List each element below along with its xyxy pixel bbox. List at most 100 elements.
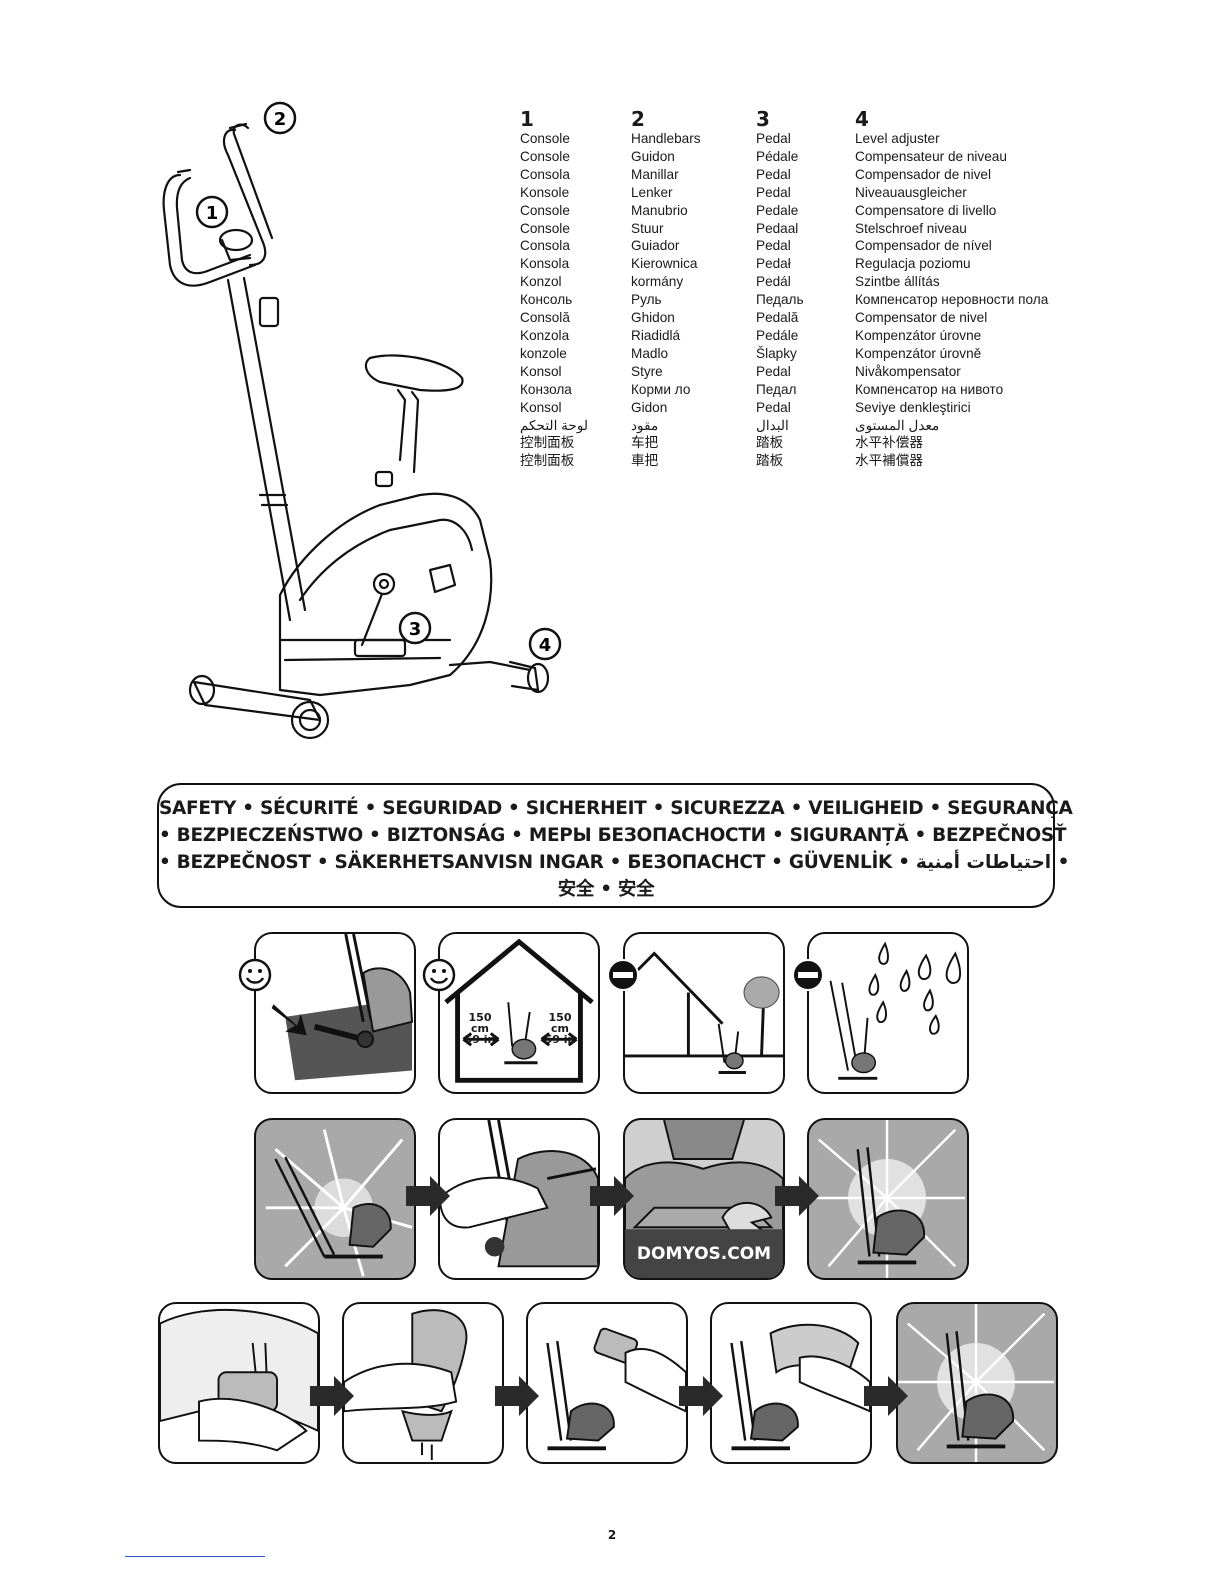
part-name: معدل المستوى [855,417,940,433]
arrow-right-icon [590,1176,634,1216]
part-name: Manubrio [631,202,688,218]
panel-clean-sponge [526,1302,688,1464]
safety-line-3: • BEZPEČNOST • SÄKERHETSANVISN INGAR • Б… [159,852,1070,873]
callout-4: 4 [539,635,552,656]
part-name: Consola [520,166,570,182]
part-name: Pedală [756,310,799,326]
part-name: Compensador de nivel [855,166,992,182]
clearance-in: 59 in [464,1033,496,1046]
safety-line-4: 安全 • 安全 [557,879,655,900]
part-number: 1 [520,107,534,131]
smiley-icon [422,958,456,992]
part-name: Level adjuster [855,131,940,146]
part-number: 3 [756,107,770,131]
part-name: Manillar [631,166,679,182]
part-name: Pedal [756,166,791,182]
part-name: Pedal [756,363,791,379]
part-name: Konsol [520,363,562,379]
arrow-right-icon [495,1376,539,1416]
clearance-right-label: 150 cm 59 in [538,1012,582,1045]
part-name: Konzola [520,327,570,343]
clearance-left-label: 150 cm 59 in [458,1012,502,1045]
part-name: Styre [631,363,663,379]
part-name: konzole [520,345,567,361]
exercise-bike-illustration: 2 1 3 4 [150,100,580,750]
part-name: Конзола [520,381,572,397]
part-name: لوحة التحكم [520,417,588,433]
no-entry-icon [606,958,640,992]
part-name: Consolă [520,310,570,326]
arrow-right-icon [864,1376,908,1416]
part-name: Compensator de nivel [855,310,988,326]
part-name: Seviye denkleştirici [855,399,971,415]
part-name: Stuur [631,220,664,236]
part-name: Ghidon [631,310,675,326]
safety-line-1: SAFETY • SÉCURITÉ • SEGURIDAD • SICHERHE… [159,798,1073,819]
part-name: Pedal [756,131,791,146]
part-name: Konsol [520,399,562,415]
part-name: Nivåkompensator [855,363,961,379]
part-name: Педал [756,381,797,397]
panel-no-outdoor [623,932,785,1094]
part-name: Konsola [520,256,570,272]
callout-1: 1 [206,203,219,224]
part-name: مقود [631,417,659,433]
part-name: Pedał [756,256,791,272]
callout-2: 2 [274,109,287,130]
part-name: 水平補償器 [855,453,923,469]
part-name: Console [520,202,570,218]
part-name: Консоль [520,292,573,308]
safety-line-2: • BEZPIECZEŃSTWO • BIZTONSÁG • МЕРЫ БЕЗО… [159,825,1067,846]
part-name: Pedal [756,399,791,415]
part-number: 4 [855,107,869,131]
safety-title-box: SAFETY • SÉCURITÉ • SEGURIDAD • SICHERHE… [157,783,1073,908]
clearance-cm: 150 cm [548,1011,572,1035]
part-name: Lenker [631,184,673,200]
part-name: Руль [631,292,662,308]
part-name: Pedal [756,238,791,254]
panel-damaged-bike [254,1118,416,1280]
part-number: 2 [631,107,645,131]
part-name: 車把 [631,453,659,469]
clearance-cm: 150 cm [468,1011,492,1035]
panel-repaired-bike [807,1118,969,1280]
part-name: Regulacja poziomu [855,256,971,272]
part-name: Педаль [756,292,804,308]
part-name: Szintbe állítás [855,274,940,290]
arrow-right-icon [775,1176,819,1216]
part-name: 车把 [631,435,659,451]
panel-wring-sponge [342,1302,504,1464]
no-entry-icon [791,958,825,992]
part-name: Pédale [756,148,799,164]
part-name: Handlebars [631,131,701,146]
part-name: 控制面板 [520,435,575,451]
arrow-right-icon [310,1376,354,1416]
panel-dry-cloth [710,1302,872,1464]
page-number: 2 [607,1528,617,1542]
part-name: البدال [756,417,789,433]
part-name: Consola [520,238,570,254]
part-name: 踏板 [756,435,784,451]
part-name: Riadidlá [631,327,681,343]
part-name: Konzol [520,274,562,290]
part-name: Compensatore di livello [855,202,997,218]
part-name: Niveauausgleicher [855,184,967,200]
part-name: Compensateur de niveau [855,148,1007,164]
part-name: Компенсатор неровности пола [855,292,1049,308]
part-name: Kompenzátor úrovne [855,327,982,343]
part-name: Компенсатор на нивото [855,381,1004,397]
part-name: Pedaal [756,220,799,236]
panel-wet-sponge [158,1302,320,1464]
part-name: Konsole [520,184,570,200]
panel-use-mat [254,932,416,1094]
domyos-website: DOMYOS.COM [636,1244,772,1264]
part-name: Stelschroef niveau [855,220,967,236]
smiley-icon [238,958,272,992]
callout-3: 3 [409,619,422,640]
arrow-right-icon [679,1376,723,1416]
part-name: 控制面板 [520,453,575,469]
